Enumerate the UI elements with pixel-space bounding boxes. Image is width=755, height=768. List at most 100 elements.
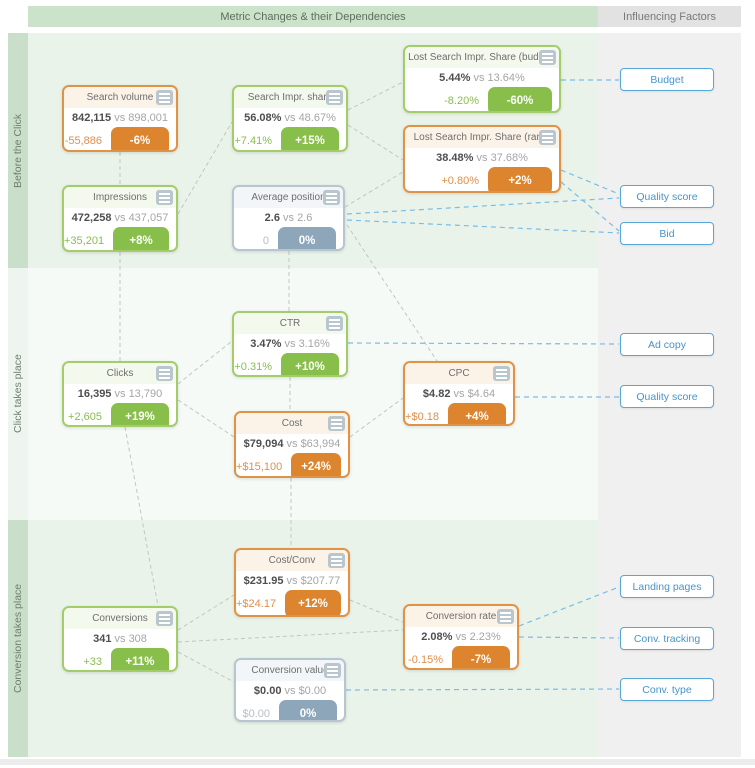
metric-card-cpc[interactable]: CPC $4.82 vs $4.64 +$0.18 +4% xyxy=(403,361,515,426)
delta-value: -55,886 xyxy=(64,135,102,147)
card-values: $231.95 vs $207.77 xyxy=(243,575,341,587)
details-list-icon[interactable] xyxy=(497,609,514,624)
card-values: 5.44% vs 13.64% xyxy=(439,72,525,84)
delta-value: 0 xyxy=(262,235,269,247)
delta-value: +0.31% xyxy=(234,361,272,373)
delta-value: +$0.18 xyxy=(405,411,439,423)
percent-badge: +19% xyxy=(111,403,169,425)
metric-card-clicks[interactable]: Clicks 16,395 vs 13,790 +2,605 +19% xyxy=(62,361,178,427)
card-values: $0.00 vs $0.00 xyxy=(253,685,327,697)
metric-card-search-volume[interactable]: Search volume 842,115 vs 898,001 -55,886… xyxy=(62,85,178,152)
factor-budget[interactable]: Budget xyxy=(620,68,714,91)
card-title: Cost/Conv xyxy=(268,555,316,566)
card-title: Lost Search Impr. Share (rank) xyxy=(413,132,551,143)
delta-value: -0.15% xyxy=(408,654,443,666)
card-title: Search Impr. share xyxy=(247,92,333,103)
delta-value: +$15,100 xyxy=(236,461,283,473)
metric-card-cost-per-conv[interactable]: Cost/Conv $231.95 vs $207.77 +$24.17 +12… xyxy=(234,548,350,617)
percent-badge: +2% xyxy=(488,167,552,191)
percent-badge: +12% xyxy=(285,590,341,615)
metric-card-average-position[interactable]: Average position 2.6 vs 2.6 0 0% xyxy=(232,185,345,251)
card-values: 341 vs 308 xyxy=(93,633,147,645)
details-list-icon[interactable] xyxy=(493,366,510,381)
card-values: 16,395 vs 13,790 xyxy=(77,388,163,400)
delta-value: $0.00 xyxy=(242,708,270,720)
delta-value: -8.20% xyxy=(444,95,479,107)
details-list-icon[interactable] xyxy=(328,416,345,431)
card-values: $79,094 vs $63,994 xyxy=(243,438,341,450)
percent-badge: 0% xyxy=(279,700,337,720)
percent-badge: +24% xyxy=(291,453,341,476)
card-values: 38.48% vs 37.68% xyxy=(436,152,528,164)
card-values: 2.08% vs 2.23% xyxy=(421,631,501,643)
factor-bid[interactable]: Bid xyxy=(620,222,714,245)
details-list-icon[interactable] xyxy=(539,50,556,65)
metric-card-ctr[interactable]: CTR 3.47% vs 3.16% +0.31% +10% xyxy=(232,311,348,377)
percent-badge: -7% xyxy=(452,646,510,668)
strip-click xyxy=(8,268,28,520)
factor-conv-tracking[interactable]: Conv. tracking xyxy=(620,627,714,650)
section-label-click-takes-place: Click takes place xyxy=(12,354,24,434)
strip-conversion xyxy=(8,520,28,757)
card-title: Cost xyxy=(281,418,303,429)
details-list-icon[interactable] xyxy=(323,190,340,205)
factor-quality-score-2[interactable]: Quality score xyxy=(620,385,714,408)
factor-landing-pages[interactable]: Landing pages xyxy=(620,575,714,598)
percent-badge: +4% xyxy=(448,403,506,424)
card-title: CTR xyxy=(279,318,301,329)
section-label-conversion-takes-place: Conversion takes place xyxy=(12,583,24,694)
card-title: Conversion value xyxy=(251,665,329,676)
details-list-icon[interactable] xyxy=(156,611,173,626)
delta-value: +$24.17 xyxy=(236,598,277,610)
percent-badge: +11% xyxy=(111,648,169,670)
card-title: Average position xyxy=(251,192,326,203)
delta-value: +33 xyxy=(83,656,102,668)
delta-value: +7.41% xyxy=(234,135,272,147)
card-values: 472,258 vs 437,057 xyxy=(71,212,169,224)
card-values: 2.6 vs 2.6 xyxy=(264,212,313,224)
card-title: Conversion rate xyxy=(425,611,497,622)
card-title: Clicks xyxy=(106,368,134,379)
card-values: 842,115 vs 898,001 xyxy=(71,112,169,124)
details-list-icon[interactable] xyxy=(326,316,343,331)
details-list-icon[interactable] xyxy=(328,553,345,568)
factors-column-header: Influencing Factors xyxy=(598,6,741,27)
card-values: 56.08% vs 48.67% xyxy=(244,112,336,124)
details-list-icon[interactable] xyxy=(539,130,556,145)
details-list-icon[interactable] xyxy=(324,663,341,678)
card-title: Conversions xyxy=(92,613,148,624)
card-values: 3.47% vs 3.16% xyxy=(250,338,330,350)
percent-badge: -6% xyxy=(111,127,169,150)
card-title: Impressions xyxy=(93,192,147,203)
card-title: Search volume xyxy=(86,92,154,103)
metric-card-lost-impr-share-rank[interactable]: Lost Search Impr. Share (rank) 38.48% vs… xyxy=(403,125,561,193)
delta-value: +35,201 xyxy=(64,235,105,247)
card-values: $4.82 vs $4.64 xyxy=(422,388,496,400)
card-title: Lost Search Impr. Share (budget) xyxy=(408,52,556,63)
metric-card-lost-impr-share-budget[interactable]: Lost Search Impr. Share (budget) 5.44% v… xyxy=(403,45,561,113)
metric-card-impressions[interactable]: Impressions 472,258 vs 437,057 +35,201 +… xyxy=(62,185,178,252)
bottom-divider xyxy=(0,759,755,765)
factor-quality-score[interactable]: Quality score xyxy=(620,185,714,208)
strip-before-click xyxy=(8,33,28,268)
factor-conv-type[interactable]: Conv. type xyxy=(620,678,714,701)
metric-card-conversion-rate[interactable]: Conversion rate 2.08% vs 2.23% -0.15% -7… xyxy=(403,604,519,670)
percent-badge: -60% xyxy=(488,87,552,111)
delta-value: +2,605 xyxy=(68,411,102,423)
metrics-column-header: Metric Changes & their Dependencies xyxy=(28,6,598,27)
percent-badge: +15% xyxy=(281,127,339,150)
delta-value: +0.80% xyxy=(441,175,479,187)
metric-card-conversion-value[interactable]: Conversion value $0.00 vs $0.00 $0.00 0% xyxy=(234,658,346,722)
section-label-before-click: Before the Click xyxy=(12,113,24,188)
details-list-icon[interactable] xyxy=(156,366,173,381)
details-list-icon[interactable] xyxy=(326,90,343,105)
details-list-icon[interactable] xyxy=(156,190,173,205)
metric-card-search-impr-share[interactable]: Search Impr. share 56.08% vs 48.67% +7.4… xyxy=(232,85,348,152)
metric-card-conversions[interactable]: Conversions 341 vs 308 +33 +11% xyxy=(62,606,178,672)
details-list-icon[interactable] xyxy=(156,90,173,105)
metric-card-cost[interactable]: Cost $79,094 vs $63,994 +$15,100 +24% xyxy=(234,411,350,478)
percent-badge: +8% xyxy=(113,227,169,250)
percent-badge: +10% xyxy=(281,353,339,375)
factor-ad-copy[interactable]: Ad copy xyxy=(620,333,714,356)
